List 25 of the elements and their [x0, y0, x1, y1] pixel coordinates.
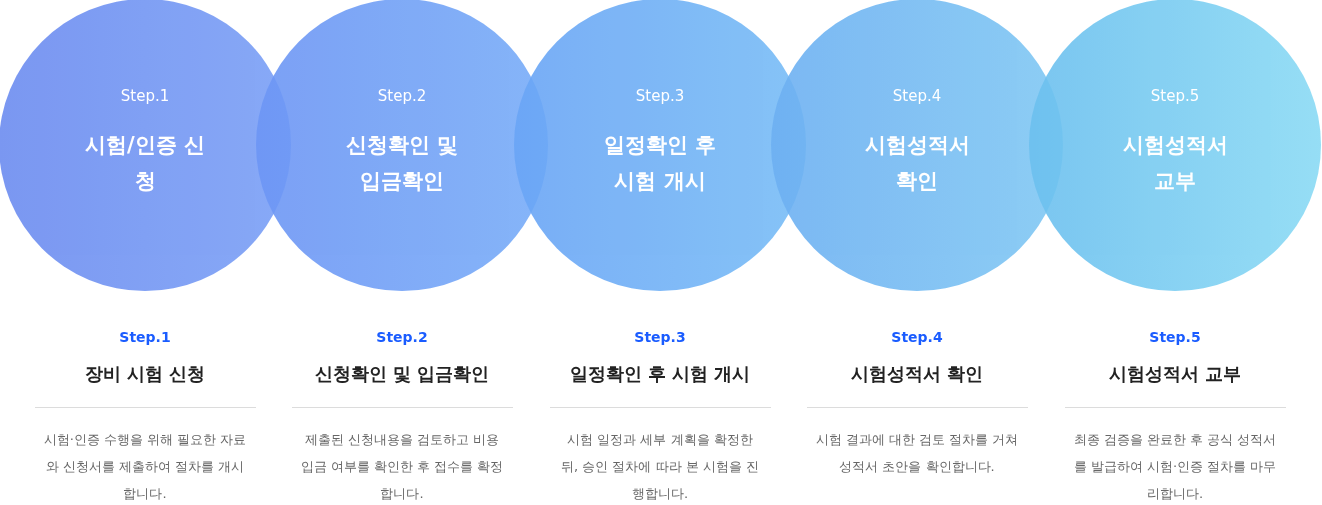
step-label: Step.4 — [890, 329, 944, 345]
step-number: Step.1 — [119, 87, 171, 105]
step-title: 시험성적서 확인 — [863, 132, 971, 195]
step-heading: 일정확인 후 시험 개시 — [568, 362, 752, 386]
step-heading: 장비 시험 신청 — [83, 362, 207, 386]
step-label: Step.3 — [633, 329, 687, 345]
step-number: Step.4 — [891, 87, 943, 105]
step-title: 일정확인 후 시험 개시 — [602, 132, 718, 195]
step-label: Step.2 — [375, 329, 429, 345]
step-label: Step.1 — [118, 329, 172, 345]
step-description: 시험 일정과 세부 계획을 확정한 뒤, 승인 절차에 따라 본 시험을 진행합니다. — [560, 431, 760, 503]
step-number: Step.3 — [634, 87, 686, 105]
step-heading: 시험성적서 확인 — [849, 362, 985, 386]
step-label: Step.5 — [1148, 329, 1202, 345]
step-title: 시험성적서 교부 — [1121, 132, 1229, 195]
step-title: 신청확인 및 입금확인 — [344, 132, 460, 195]
step-number: Step.2 — [376, 87, 428, 105]
step-heading: 신청확인 및 입금확인 — [313, 362, 491, 386]
step-heading: 시험성적서 교부 — [1107, 362, 1243, 386]
step-description: 시험 결과에 대한 검토 절차를 거쳐 성적서 초안을 확인합니다. — [814, 431, 1020, 476]
step-description: 최종 검증을 완료한 후 공식 성적서를 발급하여 시험·인증 절차를 마무리합니다. — [1072, 431, 1278, 503]
step-description: 시험·인증 수행을 위해 필요한 자료와 신청서를 제출하여 절차를 개시합니다. — [42, 431, 248, 503]
step-title: 시험/인증 신청 — [84, 132, 206, 195]
step-description: 제출된 신청내용을 검토하고 비용 입금 여부를 확인한 후 접수를 확정합니다. — [299, 431, 505, 503]
step-number: Step.5 — [1149, 87, 1201, 105]
